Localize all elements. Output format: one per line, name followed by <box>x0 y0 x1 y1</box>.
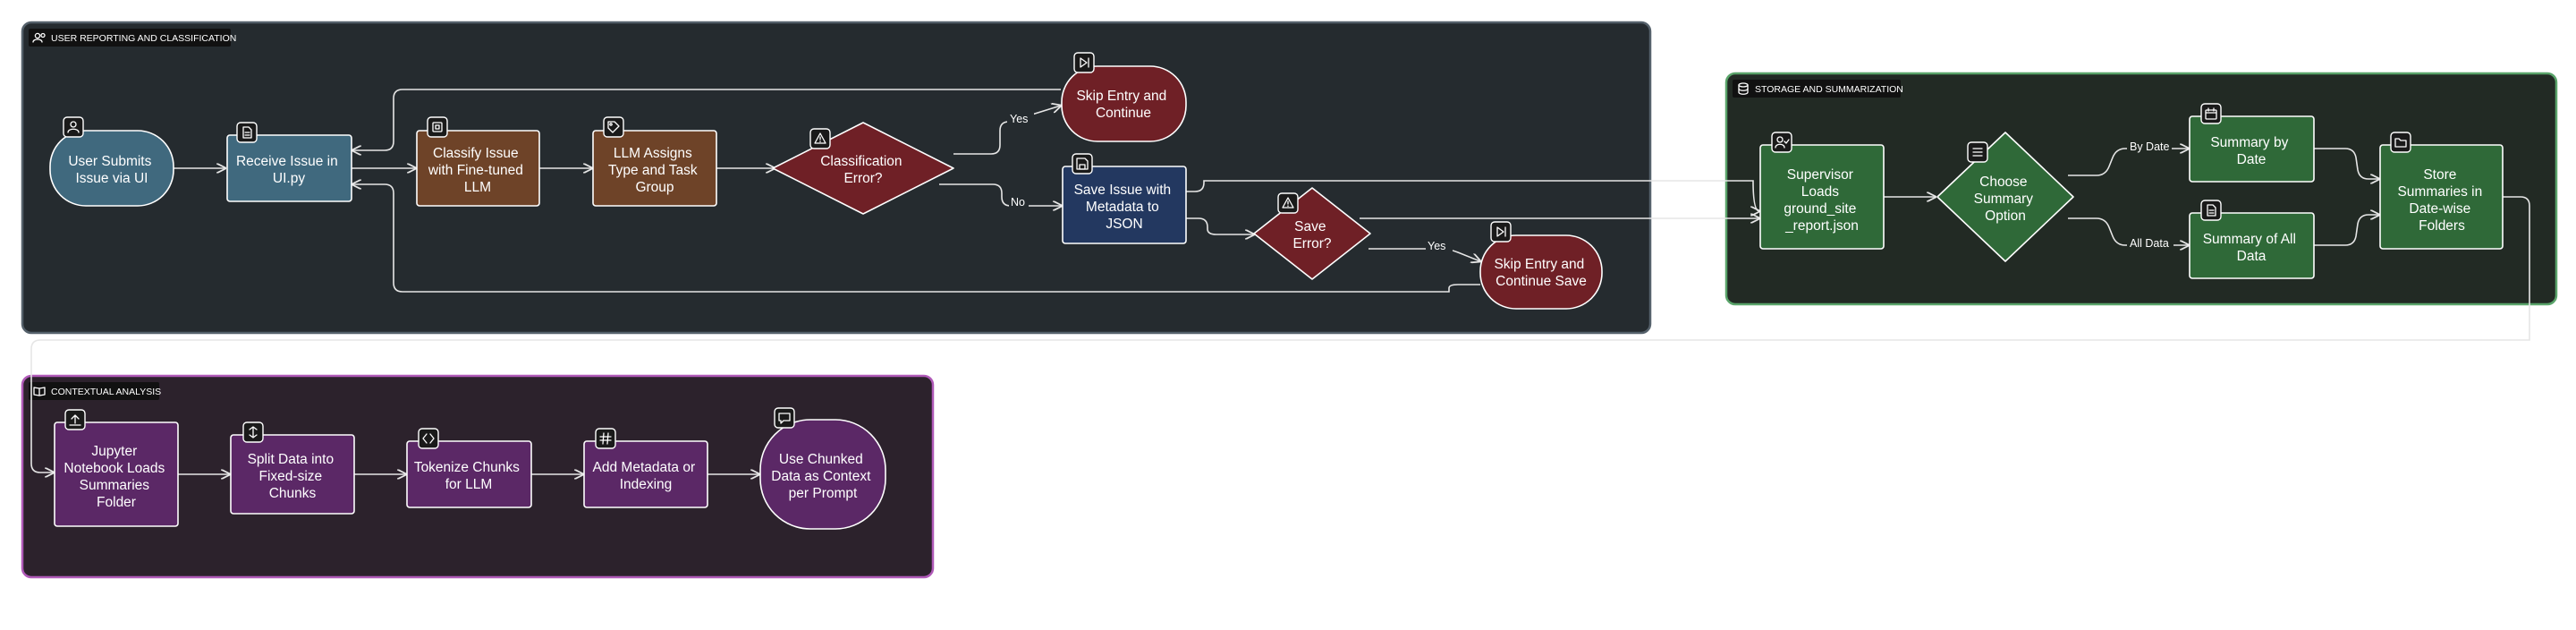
edge-label-yes-1: Yes <box>1007 111 1034 125</box>
tag-icon <box>603 116 624 138</box>
code-icon <box>418 428 439 449</box>
node-label: Skip Entry and Continue Save <box>1494 257 1588 289</box>
cpu-icon <box>427 116 448 138</box>
edge-choose-by-date <box>2068 149 2189 176</box>
node-receive-issue[interactable]: Receive Issue in UI.py <box>226 122 352 202</box>
svg-text:All Data: All Data <box>2130 237 2169 250</box>
folder-icon <box>2390 132 2411 153</box>
users-icon <box>32 32 46 43</box>
group-storage: STORAGE AND SUMMARIZATION <box>1724 72 2558 306</box>
node-split-data[interactable]: Split Data into Fixed-size Chunks <box>230 421 355 515</box>
edge-label-no-1: No <box>1009 194 1029 209</box>
edge-choose-all-data <box>2068 217 2189 245</box>
edge-by-date-to-store <box>2314 148 2379 179</box>
node-label: Save Error? <box>1292 219 1331 251</box>
file-icon <box>236 122 258 143</box>
node-label: Store Summaries in Date-wise Folders <box>2397 167 2486 234</box>
group-title-contextual: CONTEXTUAL ANALYSIS <box>51 387 161 397</box>
node-label: Tokenize Chunks for LLM <box>414 460 523 492</box>
node-skip-entry-save[interactable]: Skip Entry and Continue Save <box>1479 221 1603 310</box>
database-icon <box>1738 82 1749 95</box>
node-classify-issue[interactable]: Classify Issue with Fine-tuned LLM <box>416 116 540 207</box>
node-add-metadata[interactable]: Add Metadata or Indexing <box>583 428 708 508</box>
node-label: Save Issue with Metadata to JSON <box>1074 183 1175 232</box>
group-title-user-reporting: USER REPORTING AND CLASSIFICATION <box>51 33 236 44</box>
node-label: Choose Summary Option <box>1974 175 2038 224</box>
skip-forward-icon <box>1073 52 1095 73</box>
node-label: Skip Entry and Continue <box>1076 89 1170 121</box>
node-choose-summary[interactable]: Choose Summary Option <box>1936 132 2074 262</box>
node-label: User Submits Issue via UI <box>68 154 155 186</box>
file-text-icon <box>2200 200 2222 221</box>
edges <box>30 89 2530 474</box>
node-label: Receive Issue in UI.py <box>236 154 342 186</box>
node-label: Supervisor Loads ground_site _report.jso… <box>1784 167 1860 234</box>
svg-text:By Date: By Date <box>2130 140 2170 153</box>
node-label: Split Data into Fixed-size Chunks <box>248 452 338 501</box>
skip-forward-icon <box>1490 221 1512 243</box>
edge-skip-save-loop <box>352 184 1480 293</box>
node-label: Jupyter Notebook Loads Summaries Folder <box>64 444 168 510</box>
svg-text:No: No <box>1011 196 1025 209</box>
node-label: Use Chunked Data as Context per Prompt <box>771 452 874 501</box>
book-icon <box>33 387 46 396</box>
node-classification-error[interactable]: Classification Error? <box>772 122 954 215</box>
node-label: Summary of All Data <box>2203 232 2301 264</box>
node-save-issue[interactable]: Save Issue with Metadata to JSON <box>1062 153 1187 244</box>
node-summary-by-date[interactable]: Summary by Date <box>2189 103 2315 183</box>
node-save-error[interactable]: Save Error? <box>1253 187 1371 280</box>
edge-save-issue-to-supervisor-1 <box>1186 180 1759 211</box>
node-use-chunked[interactable]: Use Chunked Data as Context per Prompt <box>759 407 886 530</box>
user-icon <box>63 116 84 138</box>
node-store-summaries[interactable]: Store Summaries in Date-wise Folders <box>2379 132 2504 250</box>
split-icon <box>242 421 264 443</box>
node-label: LLM Assigns Type and Task Group <box>608 146 701 195</box>
warning-icon <box>809 128 831 149</box>
edge-classification-error-no <box>939 183 1062 206</box>
node-user-submits[interactable]: User Submits Issue via UI <box>49 116 174 207</box>
edge-label-by-date: By Date <box>2127 139 2172 153</box>
node-label: Summary by Date <box>2210 135 2292 167</box>
node-skip-entry[interactable]: Skip Entry and Continue <box>1061 52 1187 142</box>
warning-icon <box>1277 192 1299 214</box>
svg-text:Yes: Yes <box>1010 113 1028 125</box>
edge-classification-error-yes <box>953 106 1061 155</box>
edge-store-to-jupyter <box>30 196 2530 472</box>
edge-all-data-to-store <box>2314 215 2379 246</box>
edge-label-all-data: All Data <box>2127 235 2174 250</box>
hash-icon <box>595 428 616 449</box>
node-label: Add Metadata or Indexing <box>593 460 699 492</box>
message-icon <box>774 407 795 429</box>
edge-label-yes-2: Yes <box>1426 238 1453 252</box>
node-summary-all-data[interactable]: Summary of All Data <box>2189 200 2315 279</box>
user-check-icon <box>1771 132 1792 153</box>
node-jupyter-loads[interactable]: Jupyter Notebook Loads Summaries Folder <box>54 409 179 527</box>
node-label: Classify Issue with Fine-tuned LLM <box>428 146 527 195</box>
upload-icon <box>64 409 86 430</box>
group-title-storage: STORAGE AND SUMMARIZATION <box>1755 84 1903 95</box>
node-label: Classification Error? <box>820 154 906 186</box>
calendar-icon <box>2200 103 2222 124</box>
edge-skip-entry-loop <box>352 89 1061 150</box>
node-supervisor-loads[interactable]: Supervisor Loads ground_site _report.jso… <box>1759 132 1885 250</box>
list-icon <box>1967 141 1988 163</box>
node-tokenize[interactable]: Tokenize Chunks for LLM <box>406 428 532 508</box>
edge-save-issue-to-save-error <box>1186 217 1254 234</box>
node-llm-assigns[interactable]: LLM Assigns Type and Task Group <box>592 116 717 207</box>
svg-text:Yes: Yes <box>1428 240 1445 252</box>
save-icon <box>1072 153 1093 175</box>
